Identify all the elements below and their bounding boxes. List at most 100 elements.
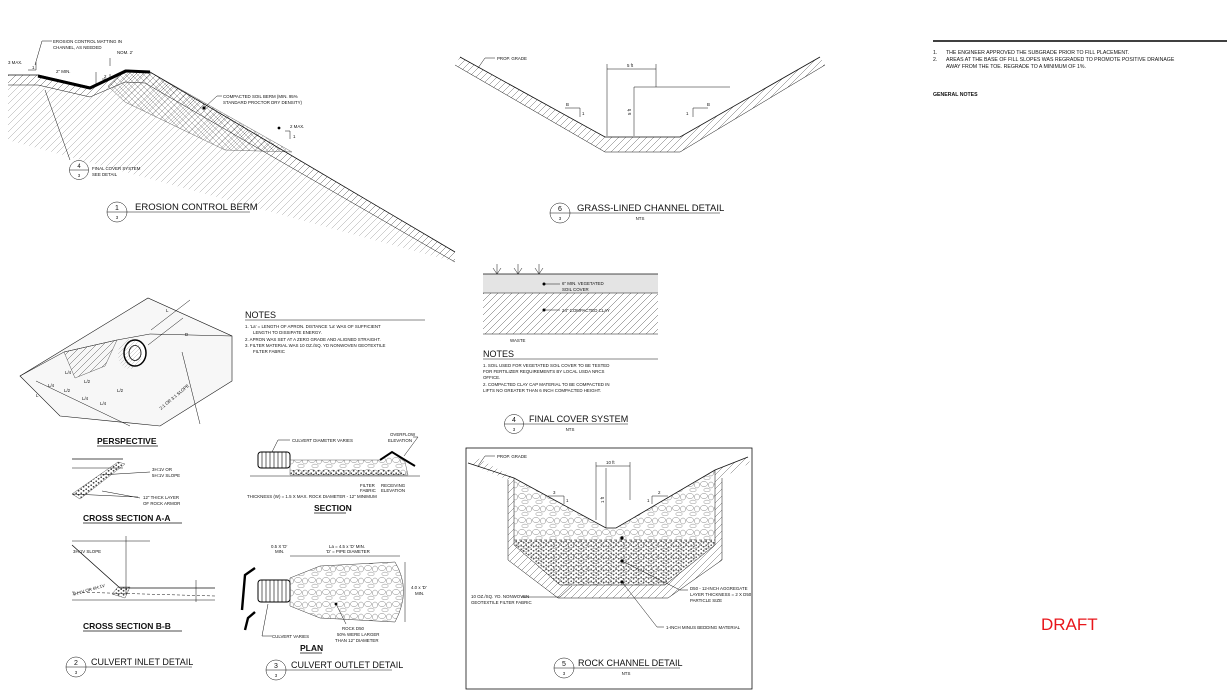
label-width-6: 5 ft — [627, 63, 634, 68]
general-note-1-num: 1. — [933, 50, 937, 56]
detail-2-sheet: 3 — [75, 670, 78, 675]
label-max3: 3 MAX. — [8, 60, 22, 65]
ref-bubble-num: 4 — [77, 164, 81, 170]
detail-5-num: 5 — [562, 661, 566, 668]
label-overflow-elev: ELEVATION — [388, 438, 412, 443]
label-berm: COMPACTED SOIL BERM (MIN. 95% — [223, 94, 298, 99]
general-note-1: THE ENGINEER APPROVED THE SUBGRADE PRIOR… — [946, 50, 1129, 56]
detail-4-note-line-3: OFFICE. — [483, 375, 500, 380]
label-armor-2: OF ROCK ARMOR — [143, 501, 180, 506]
label-a1: 3H:1V OR — [152, 467, 172, 472]
label-matting-2: CHANNEL, AS NEEDED — [53, 45, 102, 50]
label-thickness: THICKNESS (W) = 1.5 X MAX. ROCK DIAMETER… — [247, 494, 377, 499]
label-width-5: 10 ft — [606, 460, 615, 465]
label-d50-2: LAYER THICKNESS = 2 X D50 — [690, 592, 752, 597]
label-l: L — [36, 393, 39, 398]
detail-5-subtitle: NTS — [622, 671, 631, 676]
detail-3-sheet: 3 — [275, 673, 278, 678]
detail-3-note-line-4: 3. FILTER MATERIAL WAS 10 OZ./SQ. YD NON… — [245, 343, 386, 348]
label-l2-b: L/2 — [117, 388, 124, 393]
label-b1: 3H:1V SLOPE — [73, 549, 101, 554]
detail-2-num: 2 — [74, 660, 78, 667]
detail-grass-lined-channel: PROP. GRADE 5 ft 5 ft B 1 B 1 6 3 GRASS-… — [454, 56, 826, 224]
label-nom: NOM. 2' — [117, 50, 133, 55]
label-w-d: 4.0 x 'D' — [411, 585, 427, 590]
detail-4-note-line-1: 1. SOIL USED FOR VEGETATED SOIL COVER TO… — [483, 363, 609, 368]
detail-3-note-line-2: LENGTH TO DISSIPATE ENERGY. — [253, 330, 322, 335]
label-armor-1: 12" THICK LAYER — [143, 495, 179, 500]
label-b2: 4H:1V OR 6H:1V — [72, 583, 106, 597]
label-filter: FILTER — [360, 483, 375, 488]
label-one-b: 1 — [293, 134, 296, 139]
detail-rock-channel: PROP. GRADE 10 ft 1 ft 3 1 2 1 10 OZ./SQ… — [465, 447, 753, 690]
label-l4-d: L/4 — [100, 401, 107, 406]
label-geo-2: GEOTEXTILE FILTER FABRIC — [471, 600, 532, 605]
detail-3-num: 3 — [274, 663, 278, 670]
detail-culvert-inlet: 2:1 OR 3:1 SLOPE L D L/4 L/4 L L/2 L/4 L… — [19, 297, 233, 678]
detail-3-note-line-5: FILTER FABRIC — [253, 349, 285, 354]
label-a2: 5H:1V SLOPE — [152, 473, 180, 478]
detail-4-notes-title: NOTES — [483, 349, 514, 359]
label-half-d-min: MIN. — [275, 549, 284, 554]
cross-section-a-title: CROSS SECTION A-A — [83, 513, 171, 523]
label-two: 2 — [104, 74, 107, 79]
detail-5-sheet: 3 — [563, 671, 566, 676]
detail-4-note-line-2: FOR FERTILIZER REQUIREMENTS BY LOCAL USD… — [483, 369, 604, 374]
detail-erosion-control-berm: EROSION CONTROL MATTING IN CHANNEL, AS N… — [8, 39, 456, 263]
detail-3-title: CULVERT OUTLET DETAIL — [291, 660, 403, 670]
label-prop-grade-6: PROP. GRADE — [497, 56, 527, 61]
label-l4-a: L/4 — [48, 383, 55, 388]
detail-4-subtitle: NTS — [566, 427, 575, 432]
label-one-left: 1 — [582, 111, 585, 116]
label-b-left: B — [566, 102, 569, 107]
label-b-right: B — [707, 102, 710, 107]
detail-3-notes-title: NOTES — [245, 310, 276, 320]
detail-4-note-line-4: 2. COMPACTED CLAY CAP MATERIAL TO BE COM… — [483, 382, 610, 387]
detail-1-title: EROSION CONTROL BERM — [135, 202, 258, 213]
detail-2-title: CULVERT INLET DETAIL — [91, 657, 193, 667]
label-final-cover: FINAL COVER SYSTEM — [92, 166, 141, 171]
label-min2: 2" MIN. — [56, 69, 71, 74]
label-bedding: 1-INCH MINUS BEDDING MATERIAL — [666, 625, 741, 630]
plan-title: PLAN — [300, 643, 323, 653]
detail-4-sheet: 3 — [513, 427, 516, 432]
cross-section-b-title: CROSS SECTION B-B — [83, 621, 171, 631]
label-s3: 3 — [553, 490, 556, 495]
label-l2-a: L/2 — [64, 388, 71, 393]
section-title: SECTION — [314, 503, 352, 513]
label-overflow: OVERFLOW — [390, 432, 416, 437]
general-note-2: AREAS AT THE BASE OF FILL SLOPES WAS REG… — [946, 57, 1175, 63]
detail-6-title: GRASS-LINED CHANNEL DETAIL — [577, 203, 724, 214]
label-max2: 2 MAX. — [290, 124, 304, 129]
detail-culvert-outlet: NOTES 1. 'La' = LENGTH OF APRON. DISTANC… — [240, 310, 427, 681]
ref-bubble-sheet: 3 — [78, 173, 81, 178]
label-d-pipe: 'D' = PIPE DIAMETER — [326, 549, 370, 554]
general-note-2-cont: AWAY FROM THE TOE. REGRADE TO A MINIMUM … — [946, 64, 1086, 70]
draft-watermark: DRAFT — [1041, 615, 1098, 634]
general-notes-title: GENERAL NOTES — [933, 92, 978, 98]
detail-1-num: 1 — [115, 205, 119, 212]
label-la: La = 4.5 x 'D' MIN. — [329, 544, 365, 549]
label-rock-2: 50% WERE LARGER — [337, 632, 379, 637]
label-rock-3: THAN 12" DIAMETER — [335, 638, 379, 643]
label-one-right: 1 — [686, 111, 689, 116]
label-fabric: FABRIC — [360, 488, 376, 493]
label-l2-c: L/2 — [84, 379, 91, 384]
label-one-a: 1 — [32, 65, 35, 70]
label-dia: D — [185, 332, 188, 337]
label-veg: 6" MIN. VEGETATED — [562, 281, 604, 286]
label-berm-2: STANDARD PROCTOR DRY DENSITY) — [223, 100, 302, 105]
label-l-top: L — [166, 308, 169, 313]
label-prop-grade-5: PROP. GRADE — [497, 454, 527, 459]
label-clay: 24" COMPACTED CLAY — [562, 308, 610, 313]
label-depth-5: 1 ft — [600, 496, 605, 503]
perspective-title: PERSPECTIVE — [97, 436, 157, 446]
detail-4-note-line-5: LIFTS NO GREATER THAN 6 INCH COMPACTED H… — [483, 388, 601, 393]
label-s1a: 1 — [566, 498, 569, 503]
label-receiving: RECEIVING — [381, 483, 406, 488]
label-l4-c: L/4 — [82, 396, 89, 401]
detail-5-title: ROCK CHANNEL DETAIL — [578, 658, 683, 668]
detail-3-note-line-3: 2. APRON WAS SET AT A ZERO GRADE AND ALI… — [245, 337, 381, 342]
label-geo-1: 10 OZ./SQ. YD. NONWOVEN — [471, 594, 529, 599]
